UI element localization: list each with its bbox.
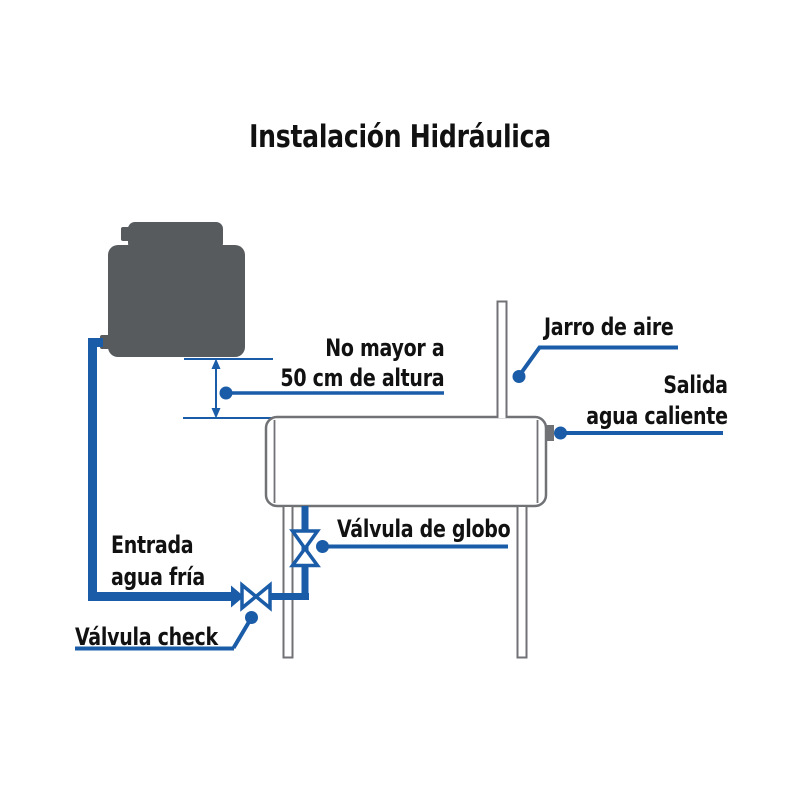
dimension-arrowhead-down [211,408,221,419]
globe-valve-symbol [289,529,321,568]
leader-air-jar [517,345,678,378]
height-dimension [183,358,273,419]
dimension-arrowhead-up [211,358,221,369]
callout-leaders [75,345,723,651]
leader-check-valve-diagonal [231,617,253,650]
cold-water-inlet-label: Entrada agua fría [111,529,205,593]
globe-valve-top-triangle [289,529,321,552]
hot-water-outlet-line1: Salida [663,371,729,399]
leader-dot-check-valve [245,611,258,624]
check-valve-symbol [240,581,272,612]
cold-water-inlet-line2: agua fría [111,563,205,591]
cold-water-inlet-line1: Entrada [111,531,194,559]
height-limit-note: No mayor a 50 cm de altura [280,333,444,393]
boiler-leg-right [516,507,528,659]
globe-valve-label: Válvula de globo [337,515,511,543]
water-tank-outlet-fitting [100,335,113,349]
check-valve-left-triangle [240,581,259,612]
boiler-tank [264,415,554,508]
air-jar-pipe [496,300,508,418]
leader-dot-hot-water-outlet [554,426,567,440]
flow-arrowhead [231,585,244,608]
leader-dot-globe-valve [316,540,329,553]
hot-water-outlet-line2: agua caliente [586,402,729,430]
water-tank-body [108,245,245,357]
boiler-leg-left [282,507,294,659]
hot-water-outlet-nub [546,425,554,441]
pipe-vertical-drop [88,338,97,601]
air-jar-label: Jarro de aire [544,313,674,341]
height-limit-line2: 50 cm de altura [279,364,444,392]
check-valve-label: Válvula check [75,623,218,651]
leader-dot-air-jar [512,370,526,383]
check-valve-right-triangle [253,581,272,612]
pipe-after-check-valve [269,593,309,600]
boiler-body [264,415,548,508]
pipe-horizontal-run [88,592,231,601]
water-tank [100,222,245,357]
hot-water-outlet-label: Salida agua caliente [586,370,729,432]
globe-valve-bottom-triangle [289,545,321,568]
height-limit-line1: No mayor a [324,334,444,362]
leader-dot-height-note [219,386,233,400]
page-title: Instalación Hidráulica [249,119,551,155]
water-tank-lid [128,222,223,250]
